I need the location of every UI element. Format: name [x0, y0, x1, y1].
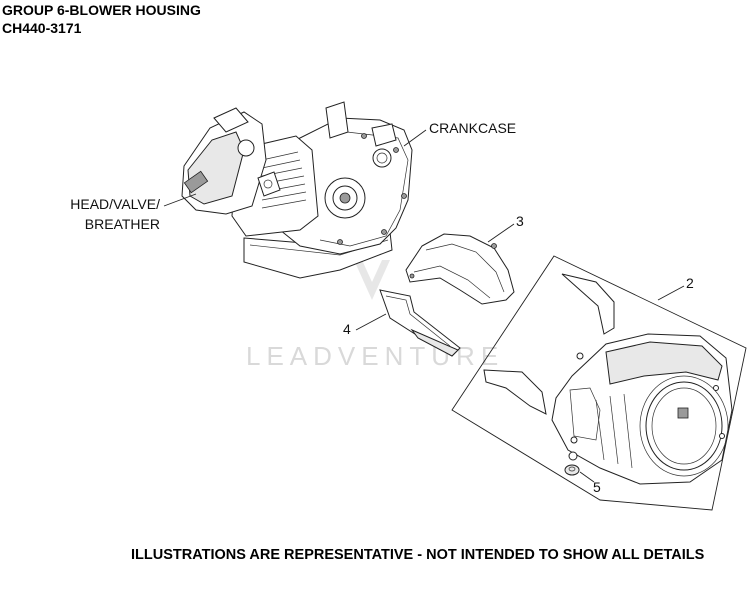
callout-2: 2: [686, 275, 694, 291]
blower-housing-part-2[interactable]: [483, 273, 733, 485]
callout-3: 3: [516, 213, 524, 229]
model-number: CH440-3171: [2, 20, 82, 36]
watermark-text: LEADVENTURE: [246, 341, 504, 371]
disclaimer-footer: ILLUSTRATIONS ARE REPRESENTATIVE - NOT I…: [131, 547, 705, 563]
callout-4: 4: [343, 321, 351, 337]
engine-assembly[interactable]: [181, 101, 413, 279]
callout-5: 5: [593, 479, 601, 495]
part-2-group-outline: [451, 255, 747, 511]
crankcase-label: CRANKCASE: [429, 120, 516, 136]
baffle-plate-part-4[interactable]: [379, 289, 461, 357]
cylinder-shroud-part-3[interactable]: [405, 233, 515, 305]
page-title: GROUP 6-BLOWER HOUSING: [2, 2, 201, 18]
head-label-line2: BREATHER: [85, 216, 160, 232]
washer-part-5[interactable]: [564, 451, 580, 476]
head-label-line1: HEAD/VALVE/: [70, 196, 160, 212]
